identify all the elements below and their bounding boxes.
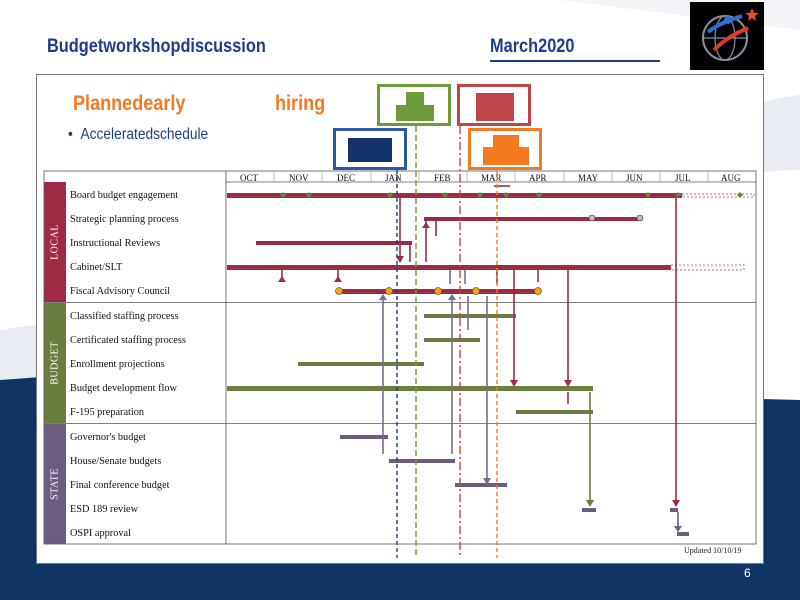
callout-box-blue <box>333 128 407 170</box>
heading-planned: Plannedearly <box>73 92 186 115</box>
bar-cabinet <box>227 265 671 270</box>
bar-classified-staffing <box>424 314 516 318</box>
updated-note: Updated 10/10/19 <box>684 546 742 555</box>
row-label: Certificated staffing process <box>70 335 186 346</box>
section-band-state <box>44 424 66 544</box>
timeline-slide <box>36 74 764 564</box>
bar-governors-budget <box>340 435 388 439</box>
bar-board-budget <box>227 193 682 198</box>
callout-box-green <box>377 84 451 126</box>
month-label: NOV <box>289 173 309 183</box>
section-band-budget <box>44 303 66 423</box>
bullet-item: • Acceleratedschedule <box>68 126 209 143</box>
bar-final-conference <box>455 483 507 487</box>
bar-enrollment <box>298 362 424 366</box>
page-title: Budgetworkshopdiscussion <box>47 36 266 57</box>
section-band-local <box>44 182 66 302</box>
row-label: ESD 189 review <box>70 504 139 515</box>
row-label: Governor's budget <box>70 432 146 443</box>
row-label: Enrollment projections <box>70 359 165 370</box>
row-label: Budget development flow <box>70 383 177 394</box>
month-label: JUN <box>626 173 643 183</box>
month-label: APR <box>529 173 547 183</box>
month-label: JUL <box>675 173 691 183</box>
bullet-text: Acceleratedschedule <box>80 126 209 143</box>
month-label: MAR <box>481 173 502 183</box>
date-title-underline <box>490 60 660 62</box>
callout-box-orange <box>468 128 542 170</box>
page-number: 6 <box>744 566 751 580</box>
row-label: Board budget engagement <box>70 190 179 201</box>
callout-shape-orange-top <box>493 135 519 149</box>
month-label: FEB <box>434 173 451 183</box>
row-label: Cabinet/SLT <box>70 262 123 273</box>
row-label: Fiscal Advisory Council <box>70 286 171 297</box>
month-label: DEC <box>337 173 355 183</box>
callout-shape-blue <box>348 138 392 162</box>
row-label: Final conference budget <box>70 480 170 491</box>
callout-box-red <box>457 84 531 126</box>
bar-strategic-planning <box>424 217 642 221</box>
bar-ospi <box>677 532 689 536</box>
bar-house-senate <box>389 459 455 463</box>
month-label: OCT <box>240 173 258 183</box>
bar-esd-review <box>582 508 596 512</box>
month-label: AUG <box>721 173 741 183</box>
bar-f195 <box>516 410 593 414</box>
month-label: MAY <box>578 173 599 183</box>
callout-shape-red <box>476 93 514 121</box>
row-label: House/Senate budgets <box>70 456 162 467</box>
month-label: JAN <box>385 173 402 183</box>
row-label: F-195 preparation <box>70 407 145 418</box>
heading-hiring: hiring <box>275 92 326 115</box>
callout-shape-green <box>396 105 434 121</box>
callout-shape-orange <box>483 147 529 165</box>
row-label: OSPI approval <box>70 528 131 539</box>
row-label: Instructional Reviews <box>70 238 161 249</box>
row-label: Classified staffing process <box>70 311 179 322</box>
row-label: Strategic planning process <box>70 214 179 225</box>
bar-budget-development <box>227 386 593 391</box>
organization-logo <box>690 2 764 70</box>
date-title: March2020 <box>490 36 575 57</box>
bar-instructional-reviews <box>256 241 412 245</box>
callout-shape-green-top <box>406 92 424 106</box>
